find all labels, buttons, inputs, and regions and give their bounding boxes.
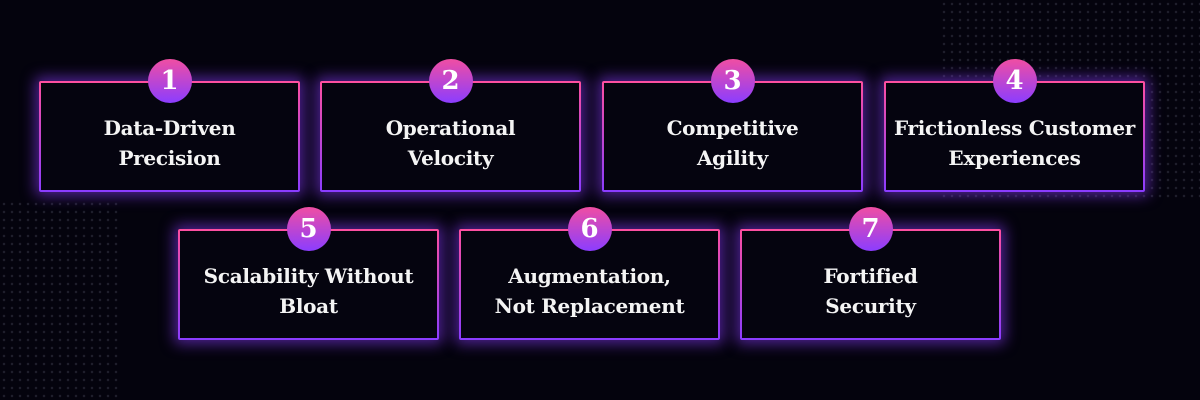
benefit-label: Augmentation, Not Replacement: [495, 261, 685, 321]
number-badge: 5: [286, 207, 331, 251]
label-line: Scalability Without: [203, 263, 414, 288]
label-line: Security: [825, 293, 916, 318]
label-line: Velocity: [407, 145, 494, 170]
label-line: Frictionless Customer: [893, 115, 1136, 140]
label-line: Fortified: [823, 263, 918, 288]
label-line: Competitive: [666, 115, 799, 140]
label-line: Not Replacement: [494, 293, 685, 318]
label-line: Agility: [696, 145, 769, 170]
number-badge: 1: [147, 59, 192, 103]
number-badge: 7: [848, 207, 893, 251]
label-line: Experiences: [948, 145, 1081, 170]
label-line: Operational: [385, 115, 516, 140]
number-badge: 3: [710, 59, 755, 103]
label-line: Data-Driven: [103, 115, 236, 140]
label-line: Augmentation,: [508, 263, 671, 288]
benefit-card: 6 Augmentation, Not Replacement: [459, 207, 720, 340]
number-badge: 2: [428, 59, 473, 103]
number-badge: 4: [992, 59, 1037, 103]
label-line: Bloat: [279, 293, 338, 318]
number-badge: 6: [567, 207, 612, 251]
decorative-dots: [0, 200, 120, 400]
label-line: Precision: [118, 145, 221, 170]
